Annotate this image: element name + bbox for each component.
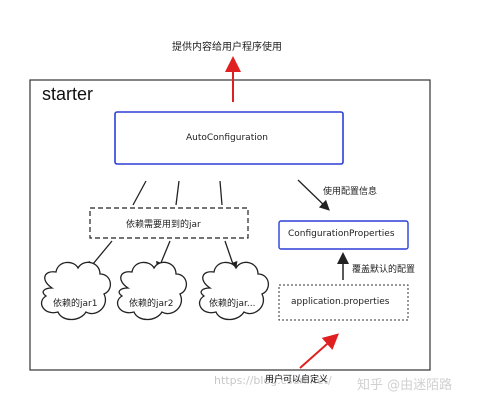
- use-config-info-label: 使用配置信息: [323, 187, 378, 197]
- cloud-label-2: 依赖的jar2: [129, 299, 174, 309]
- starter-container: [29, 79, 431, 371]
- cloud-jar2: [117, 261, 187, 321]
- cloud-jar1: [41, 261, 111, 321]
- cloud-label-3: 依赖的jar...: [209, 299, 256, 309]
- use-config-arrow: [297, 179, 330, 211]
- application-properties-box: [278, 284, 409, 321]
- application-properties-label: application.properties: [291, 297, 390, 307]
- autoconfiguration-label: AutoConfiguration: [186, 133, 268, 143]
- dep-line-1: [132, 180, 147, 206]
- dep-line-3: [219, 180, 223, 206]
- watermark-right: 知乎 @由迷陌路: [357, 378, 453, 393]
- watermark-left: https://blog.csdn.net/: [214, 374, 332, 387]
- dependency-box: [89, 207, 249, 239]
- autoconfiguration-box: [114, 111, 344, 165]
- configuration-properties-label: ConfigurationProperties: [288, 229, 395, 239]
- configuration-properties-box: [278, 220, 409, 250]
- user-customize-label: 用户可以自定义: [265, 375, 329, 385]
- cloud-label-1: 依赖的jar1: [53, 299, 98, 309]
- top-caption: 提供内容给用户程序使用: [172, 42, 282, 53]
- dep-line-2: [175, 180, 180, 206]
- starter-label: starter: [42, 84, 94, 104]
- cloud-jar3: [199, 261, 269, 321]
- bottom-red-arrow: [299, 333, 339, 369]
- override-defaults-label: 覆盖默认的配置: [352, 265, 416, 275]
- dependency-label: 依赖需要用到的jar: [126, 220, 201, 230]
